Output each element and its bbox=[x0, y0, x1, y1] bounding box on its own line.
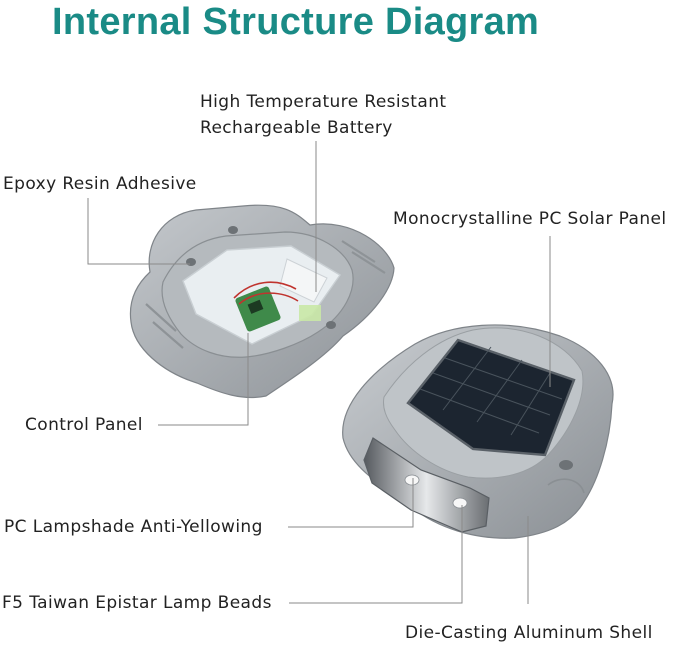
solar-panel bbox=[406, 338, 576, 457]
screw-hole-3 bbox=[228, 226, 238, 234]
leader-control bbox=[158, 333, 249, 426]
label-control: Control Panel bbox=[25, 415, 143, 435]
right-screw-hole bbox=[559, 460, 573, 470]
label-battery-line1: High Temperature Resistant bbox=[200, 92, 447, 112]
screw-hole-1 bbox=[186, 258, 196, 266]
battery-pack bbox=[279, 258, 328, 303]
open-road-stud bbox=[129, 204, 395, 399]
label-beads: F5 Taiwan Epistar Lamp Beads bbox=[2, 593, 272, 613]
label-epoxy: Epoxy Resin Adhesive bbox=[3, 174, 197, 194]
led-bead-2 bbox=[452, 497, 468, 509]
label-solar: Monocrystalline PC Solar Panel bbox=[393, 209, 667, 229]
leader-epoxy bbox=[87, 198, 190, 265]
red-wires bbox=[233, 281, 299, 305]
side-notch bbox=[547, 478, 585, 494]
leader-beads bbox=[289, 505, 463, 604]
label-battery-line2: Rechargeable Battery bbox=[200, 118, 393, 138]
glow-pad bbox=[299, 305, 321, 321]
label-shell: Die-Casting Aluminum Shell bbox=[405, 623, 653, 643]
label-battery: High Temperature Resistant Rechargeable … bbox=[200, 89, 446, 141]
label-lampshade: PC Lampshade Anti-Yellowing bbox=[4, 517, 263, 537]
diagram-title: Internal Structure Diagram bbox=[52, 1, 540, 43]
screw-hole-2 bbox=[326, 321, 336, 329]
lens-window bbox=[363, 437, 490, 533]
rib-1 bbox=[145, 303, 184, 349]
solar-grid bbox=[419, 346, 563, 436]
leader-lampshade bbox=[288, 478, 414, 528]
leader-lines bbox=[87, 141, 551, 604]
closed-road-stud bbox=[342, 324, 614, 539]
led-bead-1 bbox=[404, 474, 420, 486]
rib-2 bbox=[341, 240, 386, 274]
board-chip bbox=[247, 299, 264, 314]
